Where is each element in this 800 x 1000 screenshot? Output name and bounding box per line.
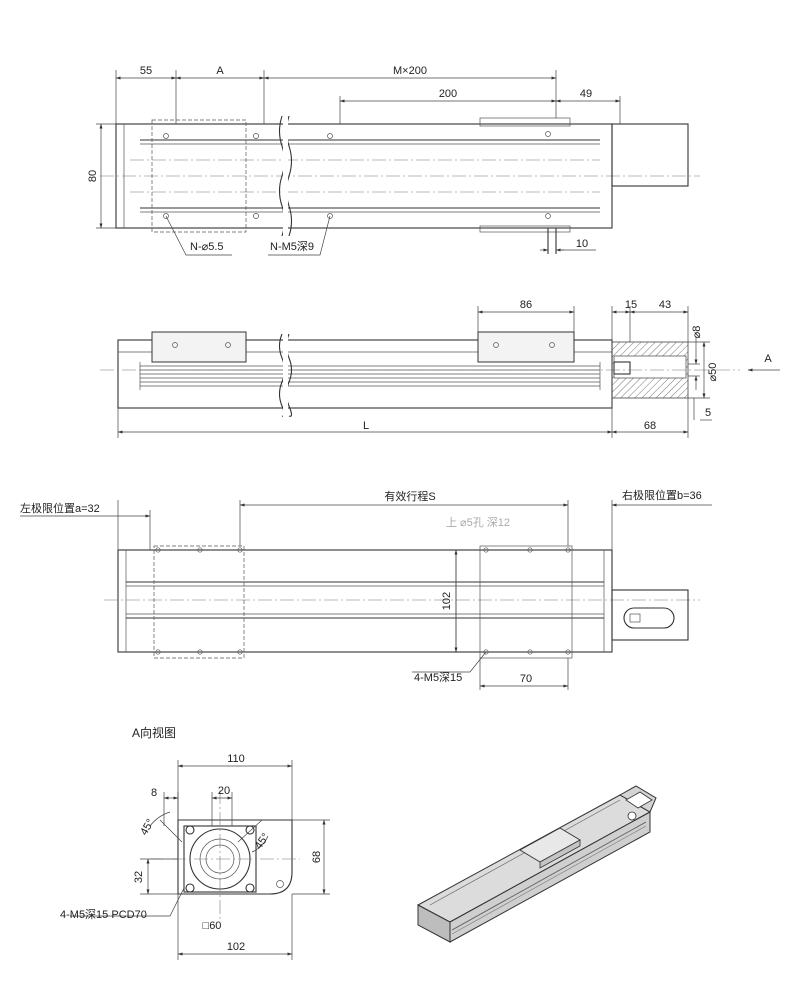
dim-8: 8 xyxy=(151,787,157,799)
dim-102: 102 xyxy=(441,592,453,610)
faint-label: 上 ⌀5孔 深12 xyxy=(446,516,510,529)
stroke-carriage xyxy=(479,545,573,659)
end-view-body xyxy=(177,819,293,895)
isometric-view xyxy=(416,785,657,943)
dim-10: 10 xyxy=(576,238,588,250)
dim-55: 55 xyxy=(140,65,152,77)
stroke-view: 左极限位置a=32 有效行程S 右极限位置b=36 上 ⌀5孔 深12 102 … xyxy=(20,488,712,690)
effective-stroke-label: 有效行程S xyxy=(384,489,435,503)
dim-86: 86 xyxy=(520,299,532,311)
dim-32: 32 xyxy=(133,871,145,883)
dim-a: A xyxy=(216,65,224,77)
dim-80: 80 xyxy=(87,170,99,182)
dim-43: 43 xyxy=(659,299,671,311)
stroke-motor-end xyxy=(611,589,689,641)
label-hole-n: N-⌀5.5 xyxy=(190,241,224,253)
top-motor xyxy=(611,123,689,187)
dim-70: 70 xyxy=(520,673,532,685)
left-limit-label: 左极限位置a=32 xyxy=(20,501,100,515)
dim-sq60: □60 xyxy=(203,920,222,932)
label-tap-4m5: 4-M5深15 xyxy=(414,671,462,684)
right-limit-label: 右极限位置b=36 xyxy=(622,488,702,502)
dim-110: 110 xyxy=(227,753,245,765)
dim-49: 49 xyxy=(580,88,592,100)
dim-200: 200 xyxy=(439,88,457,100)
label-tap-n: N-M5深9 xyxy=(270,240,314,253)
dim-45-left: 45° xyxy=(138,817,157,837)
dim-5: 5 xyxy=(705,407,711,419)
dim-68: 68 xyxy=(644,420,656,432)
label-tap-pcd: 4-M5深15 PCD70 xyxy=(60,908,147,921)
end-view: A向视图 xyxy=(60,725,330,960)
dim-68-end: 68 xyxy=(311,851,323,863)
side-view: L 68 86 15 43 ⌀8 ⌀50 5 A xyxy=(100,299,780,438)
stroke-body-outline xyxy=(117,549,613,653)
dim-20: 20 xyxy=(218,785,230,797)
dim-102-end: 102 xyxy=(227,941,245,953)
top-view: 55 A M×200 200 49 80 10 N-⌀5.5 N-M5深9 xyxy=(87,65,700,256)
side-carriage xyxy=(477,331,575,363)
end-view-title: A向视图 xyxy=(132,725,176,740)
view-arrow-a: A xyxy=(764,353,772,365)
dim-d8: ⌀8 xyxy=(691,326,703,339)
dim-m-200: M×200 xyxy=(393,65,427,77)
dim-15: 15 xyxy=(625,299,637,311)
dim-l: L xyxy=(363,420,369,432)
dim-d50: ⌀50 xyxy=(707,363,719,382)
